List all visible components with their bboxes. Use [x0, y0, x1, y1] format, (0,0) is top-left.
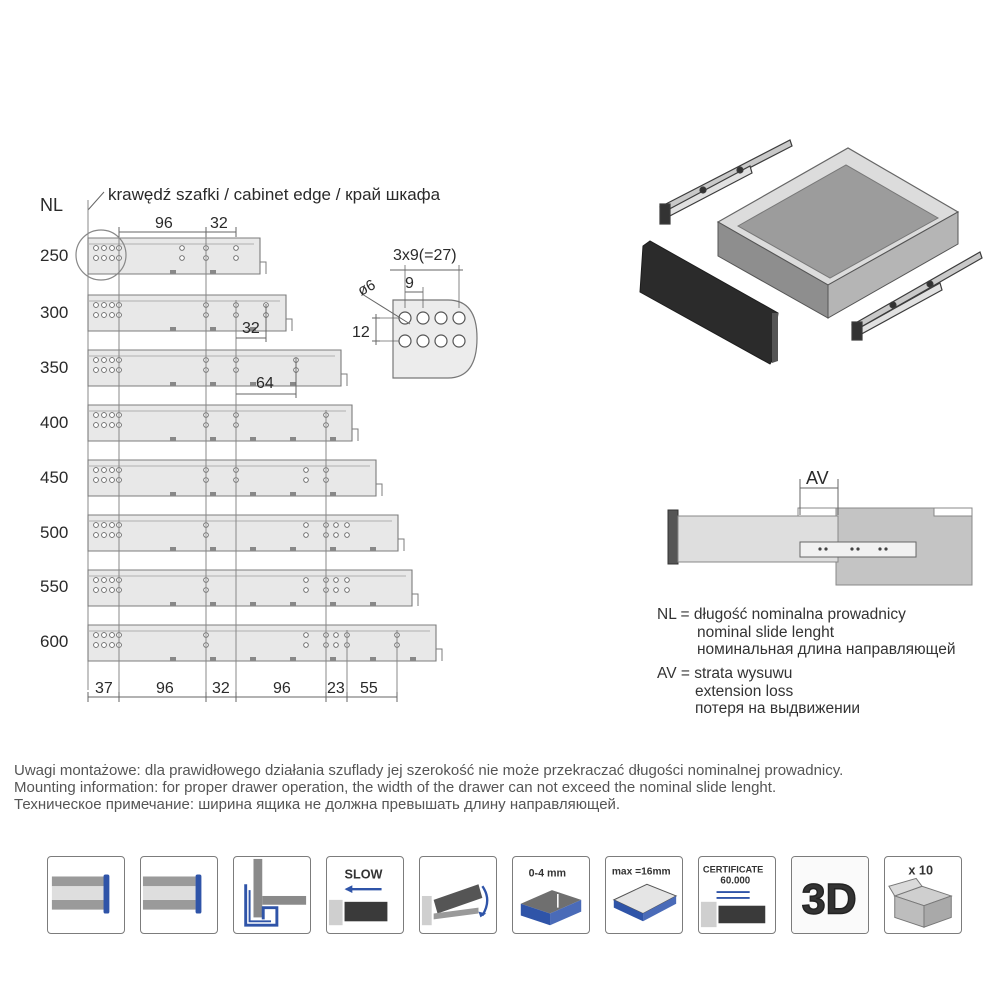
- detail-hole: [398, 334, 412, 348]
- note-en: Mounting information: for proper drawer …: [14, 779, 777, 796]
- length-label: 450: [40, 468, 68, 487]
- range-label: 0-4 mm: [529, 867, 566, 879]
- slide-rails: [87, 237, 443, 662]
- certificate-icon: CERTIFICATE 60.000: [698, 856, 776, 934]
- nl-legend-line2: nominal slide lenght: [697, 623, 835, 641]
- drawer-thickness-icon: max =16mm: [605, 856, 683, 934]
- detail-hole: [452, 311, 466, 325]
- height-adjust-icon: 0-4 mm: [512, 856, 590, 934]
- 3d-label: 3D: [802, 876, 857, 924]
- cabinet-edge-leader: [87, 191, 105, 211]
- av-legend-line3: потеря на выдвижении: [695, 700, 861, 717]
- dim-96-top: 96: [155, 215, 173, 232]
- nl-legend-line3: номинальная длина направляющей: [697, 641, 956, 658]
- dim-32-step: 32: [242, 320, 260, 337]
- dim-32-top: 32: [210, 215, 228, 232]
- slide-rail: [87, 459, 383, 497]
- length-label: 500: [40, 523, 68, 542]
- nl-header: NL: [40, 195, 63, 215]
- dim-bottom-55: 55: [360, 680, 378, 697]
- note-ru: Техническое примечание: ширина ящика не …: [14, 796, 621, 813]
- detail-hole: [434, 311, 448, 325]
- dim-bottom-96: 96: [156, 680, 174, 697]
- mounting-notes: Uwagi montażowe: dla prawidłowego działa…: [14, 762, 994, 813]
- top-dimension: [118, 227, 237, 237]
- dim-bottom-96b: 96: [273, 680, 291, 697]
- technical-drawing: NL krawędź szafki / cabinet edge / край …: [40, 139, 983, 702]
- detail-hole: [416, 334, 430, 348]
- hole-pitch-label: 9: [405, 275, 414, 292]
- soft-close-icon: SLOW: [326, 856, 404, 934]
- detail-hole: [452, 334, 466, 348]
- dim-bottom-37: 37: [95, 680, 113, 697]
- av-legend: AV = strata wysuwu extension loss потеря…: [657, 665, 860, 718]
- pack-quantity-icon: x 10: [884, 856, 962, 934]
- full-extension-icon: [47, 856, 125, 934]
- hole-height-label: 12: [352, 324, 370, 341]
- extension-loss-drawing: [667, 479, 973, 586]
- cabinet-edge-label: krawędź szafki / cabinet edge / край шка…: [108, 185, 441, 204]
- reference-lines: [118, 232, 398, 700]
- slide-rail: [87, 514, 405, 552]
- 3d-model-icon: 3D: [791, 856, 869, 934]
- detail-hole: [416, 311, 430, 325]
- nl-legend: NL = długość nominalna prowadnicy nomina…: [657, 606, 956, 659]
- feature-icons: SLOW 0-4 mm max =16mm: [47, 856, 967, 938]
- slide-rail: [87, 349, 348, 387]
- hole-spacing-label: 3x9(=27): [393, 247, 457, 264]
- length-label: 600: [40, 632, 68, 651]
- av-legend-line1: AV = strata wysuwu: [657, 665, 793, 682]
- av-label: AV: [806, 468, 829, 488]
- dim-bottom-23: 23: [327, 680, 345, 697]
- length-label: 250: [40, 246, 68, 265]
- length-label: 400: [40, 413, 68, 432]
- hole-detail: [361, 265, 478, 379]
- pack-label: x 10: [908, 864, 933, 878]
- slide-rail: [87, 624, 443, 662]
- bottom-dimension: [87, 692, 398, 702]
- length-label: 350: [40, 358, 68, 377]
- detail-circle: [75, 229, 127, 281]
- tilt-removal-icon: [419, 856, 497, 934]
- step-64-dimension: [236, 358, 297, 398]
- step-32-dimension: [236, 304, 267, 342]
- slow-label: SLOW: [345, 867, 383, 881]
- dim-bottom-32: 32: [212, 680, 230, 697]
- av-legend-line2: extension loss: [695, 682, 794, 700]
- length-labels: 250 300 350 400 450 500 550 600: [40, 246, 68, 651]
- drawer-illustration: [639, 139, 983, 365]
- note-pl: Uwagi montażowe: dla prawidłowego działa…: [14, 762, 844, 779]
- certificate-label: CERTIFICATE: [703, 865, 763, 875]
- certificate-count: 60.000: [720, 875, 750, 886]
- dim-64-step: 64: [256, 375, 274, 392]
- slide-rail: [87, 404, 359, 442]
- slide-rail: [87, 569, 419, 607]
- max-label: max =16mm: [612, 867, 671, 878]
- hole-diameter-label: ø6: [355, 276, 378, 299]
- length-label: 550: [40, 577, 68, 596]
- mounting-profile-icon: [233, 856, 311, 934]
- nl-legend-line1: NL = długość nominalna prowadnicy: [657, 606, 906, 623]
- length-label: 300: [40, 303, 68, 322]
- partial-extension-icon: [140, 856, 218, 934]
- detail-hole: [434, 334, 448, 348]
- slide-rail: [87, 237, 267, 275]
